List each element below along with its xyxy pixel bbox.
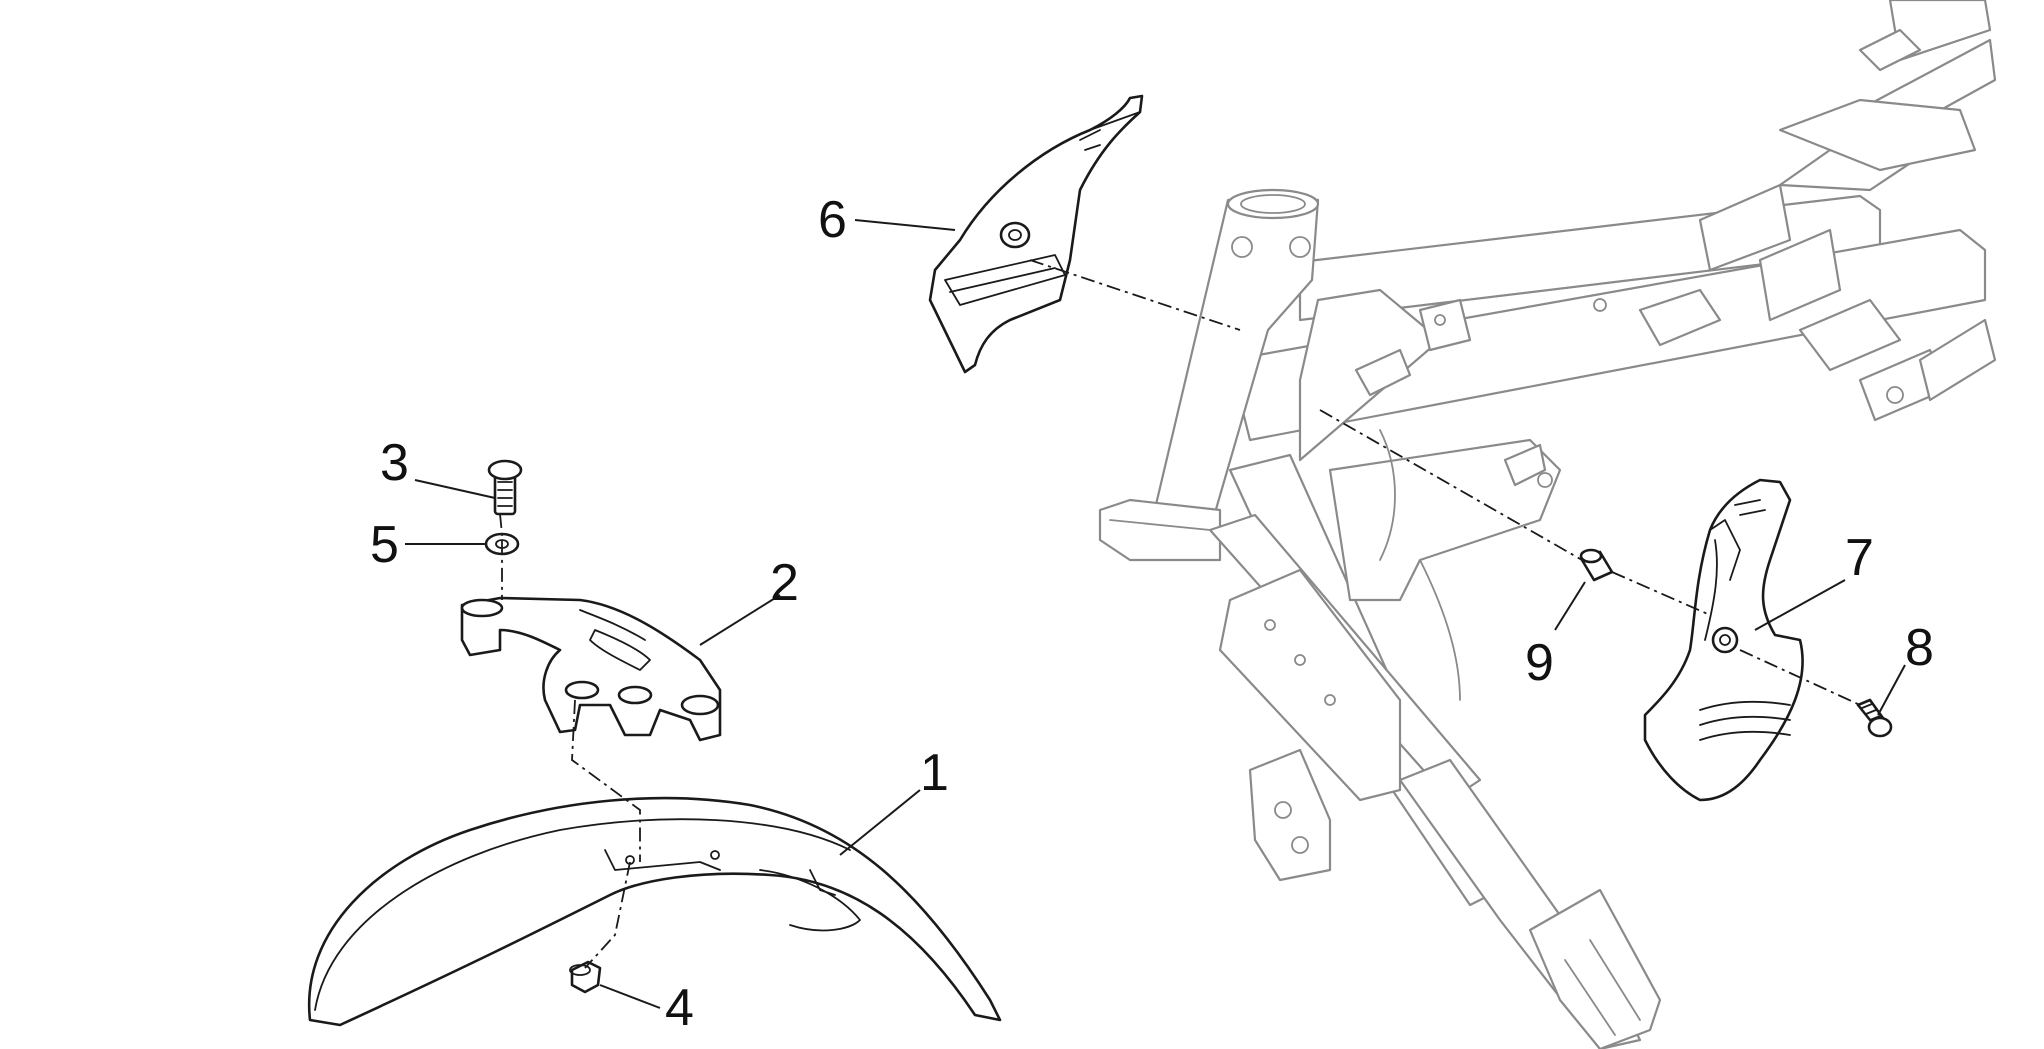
part-8-screw [1856,698,1893,738]
callout-3: 3 [380,434,409,492]
callout-5: 5 [370,516,399,574]
part-9-spacer [1579,548,1614,582]
part-4-screw [569,960,602,994]
leader-2 [699,594,781,646]
part-2-fender-bracket [460,596,722,742]
leader-7 [1754,579,1846,631]
leader-4 [599,984,661,1009]
motorcycle-frame [1098,0,1997,1049]
callout-6: 6 [818,191,847,249]
leader-6 [854,219,956,231]
part-6-side-cover [928,94,1144,374]
part-3-bolt [487,459,523,516]
leader-8 [1877,664,1906,716]
callout-1: 1 [920,744,949,802]
leader-3 [414,479,496,499]
leader-1 [839,789,921,856]
assembly-lines [499,259,1861,969]
leader-9 [1554,581,1586,631]
leader-lines [405,219,1906,1009]
callout-2: 2 [770,554,799,612]
callout-8: 8 [1905,619,1934,677]
part-1-front-fender [307,796,1002,1027]
callout-9: 9 [1525,634,1554,692]
callout-7: 7 [1845,529,1874,587]
part-7-side-cover [1643,478,1804,802]
callout-4: 4 [665,979,694,1037]
callout-labels: 1 2 3 4 5 6 7 8 9 [370,191,1934,1037]
